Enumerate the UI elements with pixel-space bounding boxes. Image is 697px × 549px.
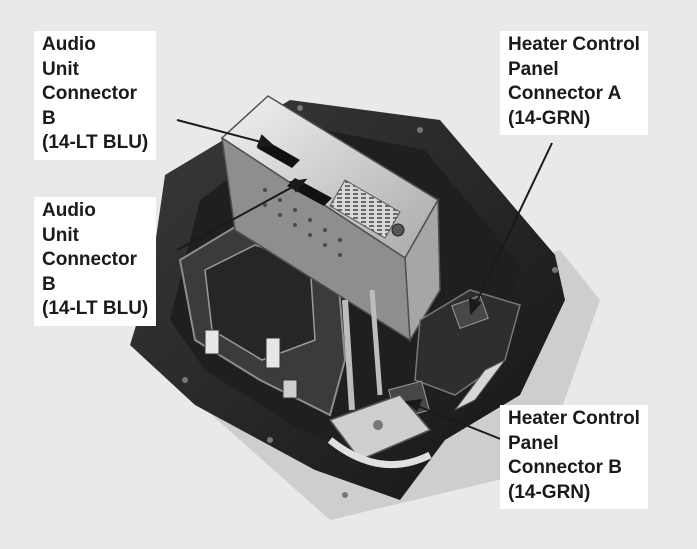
callout-line: (14-LT BLU) [42,298,149,319]
callout-heater-control-panel-connector-b: Heater Control Panel Connector B (14-GRN… [500,405,648,509]
vent-holes [263,188,342,257]
callout-line: Unit [42,58,79,80]
callout-audio-unit-connector-b-lower: Audio Unit Connector B (14-LT BLU) [34,197,157,326]
cable [327,437,432,469]
callout-line: (14-LT BLU) [42,132,149,153]
left-tab [204,329,220,355]
rim-screws [182,105,558,498]
callout-line: Panel [508,432,559,454]
callout-line: Panel [508,58,559,80]
callout-line: Audio [42,34,96,55]
callout-line: B [42,273,56,295]
callout-line: B [42,107,56,129]
callout-line: Unit [42,224,79,246]
audio-unit-side [221,136,411,342]
callout-line: Heater Control [508,408,640,429]
callout-line: Connector B [508,457,622,478]
support-rod-2 [369,289,383,396]
callout-line: Connector A [508,83,622,104]
callout-line: Heater Control [508,34,640,55]
callout-line: (14-GRN) [508,481,591,503]
callout-heater-control-panel-connector-a: Heater Control Panel Connector A (14-GRN… [500,31,648,135]
right-metal-strip [454,359,506,411]
callout-line: Connector [42,249,137,270]
callout-line: (14-GRN) [508,107,591,129]
callout-line: Connector [42,83,137,104]
lower-tab [282,379,298,399]
screw-head [391,223,405,237]
callout-audio-unit-connector-b-upper: Audio Unit Connector B (14-LT BLU) [34,31,157,160]
heat-sink-grille [329,179,401,239]
bracket-hole [373,420,383,430]
callout-line: Audio [42,200,96,221]
audio-connector-slot-upper [257,140,300,168]
support-rod-1 [342,299,355,411]
leader-lines [176,119,553,441]
center-tab [265,337,281,369]
